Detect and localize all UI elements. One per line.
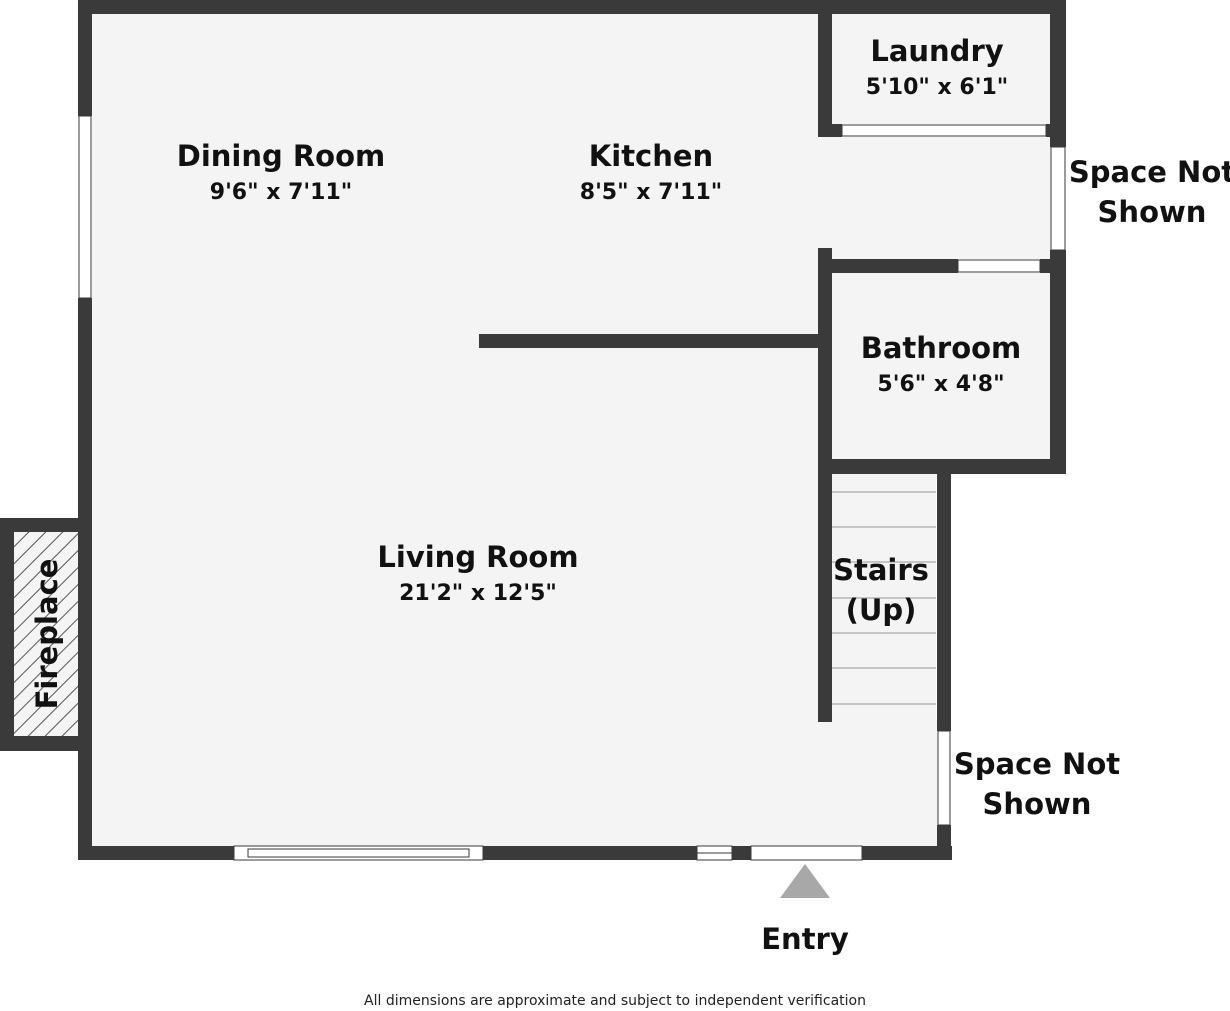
- fireplace-label: Fireplace: [30, 559, 64, 710]
- bathroom-floor: [832, 273, 1050, 459]
- dining-room-dims: 9'6" x 7'11": [210, 180, 352, 205]
- fireplace-wall-left: [0, 518, 14, 751]
- entry-door: [750, 845, 863, 861]
- wall-bottom-3: [732, 846, 751, 860]
- wall-laundry-right: [1050, 0, 1066, 147]
- living-room-name: Living Room: [377, 540, 578, 574]
- bathroom-name: Bathroom: [861, 331, 1022, 365]
- wall-bath-left: [818, 248, 832, 722]
- space-not-shown-lower-line2: Shown: [983, 787, 1092, 821]
- stairs-floor: [832, 474, 936, 720]
- living-room-dims: 21'2" x 12'5": [399, 581, 557, 606]
- kitchen-floor-extension: [818, 137, 1058, 259]
- windows: [78, 115, 1066, 861]
- window-bottom-left-pane: [247, 848, 470, 858]
- stair-treads: [832, 491, 936, 705]
- entry-nook-floor: [818, 720, 940, 846]
- wall-laundry-left: [818, 0, 832, 137]
- space-not-shown-upper-line1: Space Not: [1069, 155, 1230, 189]
- stairs-label-line2: (Up): [846, 593, 917, 627]
- main-floor: [92, 14, 818, 846]
- window-laundry: [841, 124, 1047, 137]
- kitchen-name: Kitchen: [589, 139, 713, 173]
- space-not-shown-upper-line2: Shown: [1098, 195, 1207, 229]
- wall-bottom-2: [483, 846, 697, 860]
- entry-label: Entry: [761, 922, 849, 956]
- bathroom-dims: 5'6" x 4'8": [877, 372, 1004, 397]
- wall-partition: [479, 334, 818, 348]
- wall-bottom-1: [78, 846, 234, 860]
- dining-room-name: Dining Room: [177, 139, 386, 173]
- kitchen-dims: 8'5" x 7'11": [580, 180, 722, 205]
- entry-arrow-icon: [780, 864, 830, 898]
- window-nook-right: [937, 730, 951, 826]
- fireplace-wall-top: [0, 518, 92, 532]
- wall-left-upper: [78, 0, 92, 116]
- laundry-floor: [832, 14, 1050, 124]
- wall-nook-right-top: [937, 459, 951, 731]
- walls: [0, 0, 1066, 860]
- window-kitchen-right: [1050, 146, 1066, 251]
- stairs-label-line1: Stairs: [833, 553, 929, 587]
- wall-bottom-4: [862, 846, 952, 860]
- wall-nook-right-bottom: [937, 825, 951, 860]
- space-not-shown-lower-line1: Space Not: [954, 747, 1120, 781]
- wall-top: [78, 0, 1066, 14]
- wall-bath-top-left: [818, 259, 958, 273]
- laundry-dims: 5'10" x 6'1": [866, 75, 1008, 100]
- floor-areas: [14, 14, 1058, 846]
- wall-bath-right: [1050, 259, 1066, 474]
- wall-left-lower: [78, 298, 92, 860]
- window-left: [78, 115, 92, 299]
- window-bath-top: [957, 259, 1041, 273]
- fireplace-wall-bottom: [0, 736, 92, 751]
- wall-bath-bottom: [818, 459, 1066, 474]
- disclaimer-text: All dimensions are approximate and subje…: [364, 993, 866, 1009]
- wall-laundry-bottom-left: [818, 124, 842, 137]
- laundry-name: Laundry: [870, 34, 1003, 68]
- fireplace-hearth: [14, 532, 78, 736]
